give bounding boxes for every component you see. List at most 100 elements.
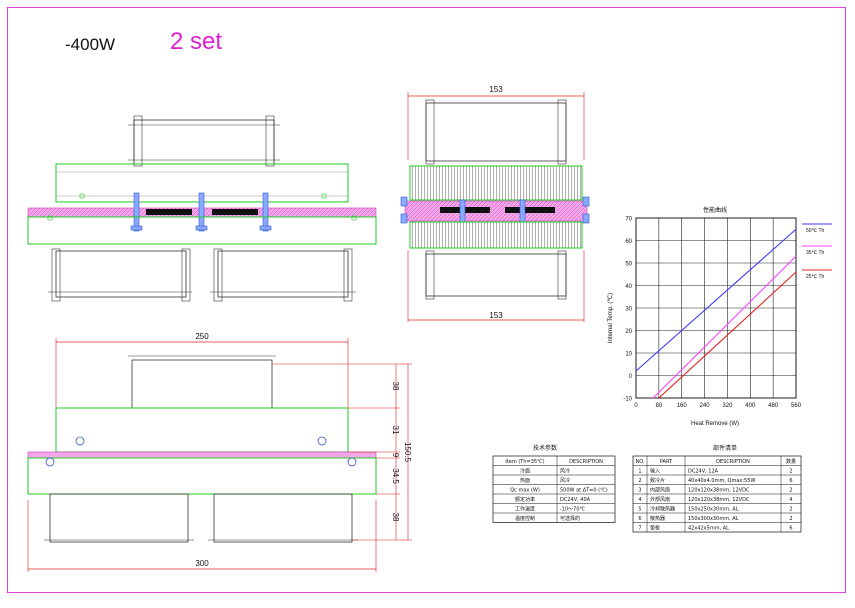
chart-series-line xyxy=(652,255,797,399)
dim-h1: 38 xyxy=(391,382,400,391)
table-cell: 额定功率 xyxy=(515,496,535,503)
chart-grid xyxy=(635,217,797,399)
dim-bottom-width: 300 xyxy=(195,559,209,568)
table-cell: 冷面 xyxy=(520,468,530,475)
chart-y-tick-label: 50 xyxy=(625,262,632,268)
chart-y-ticks: -10 0 10 20 30 40 50 60 70 xyxy=(623,217,632,403)
chart-x-tick-label: 400 xyxy=(745,403,756,409)
chart-title: 性能曲线 xyxy=(703,206,727,214)
dim-h3: 9 xyxy=(391,453,400,458)
table-cell: 风冷 xyxy=(560,468,570,475)
sets-label: 2 set xyxy=(170,28,223,55)
table-cell: 2 xyxy=(789,488,792,494)
chart-x-tick-label: 240 xyxy=(700,403,711,409)
chart-x-tick-label: 160 xyxy=(677,403,688,409)
chart-y-label: Internal Temp. (℃) xyxy=(608,293,614,343)
table-cell: 42x42x5mm, AL xyxy=(688,526,729,532)
chart-x-tick-label: 480 xyxy=(768,403,779,409)
table-cell: 6 xyxy=(789,478,792,484)
chart-series-line xyxy=(658,271,797,399)
dim-h5: 38 xyxy=(391,513,400,522)
table-cell: 1 xyxy=(638,469,641,475)
table-cell: 散热器 xyxy=(650,515,665,522)
spec-table: Item (Th=35℃)DESCRIPTION冷面风冷热面风冷Qc max (… xyxy=(492,455,616,523)
chart-x-tick-label: 0 xyxy=(634,403,638,409)
table-cell: -10～70℃ xyxy=(560,507,586,513)
table-cell: 可选择的 xyxy=(560,515,580,522)
table-cell: 5 xyxy=(638,507,641,513)
chart-legend-label: 35℃ Th xyxy=(806,250,825,256)
chart-y-tick-label: 70 xyxy=(625,217,632,223)
chart-series xyxy=(635,228,797,399)
table-cell: 120x120x38mm, 12VDC xyxy=(688,488,750,494)
chart-x-tick-label: 560 xyxy=(791,403,802,409)
table-cell: 工作温度 xyxy=(515,506,535,513)
parts-table: NO. PART DESCRIPTION 数量 1 输入 DC24V, 12A 2 2 致冷片 40… xyxy=(632,455,802,533)
dim-side-bottom: 153 xyxy=(489,311,503,320)
power-label: -400W xyxy=(65,35,116,54)
dim-h4: 34.5 xyxy=(391,468,400,484)
table-cell: 2 xyxy=(638,478,641,484)
chart-y-tick-label: 20 xyxy=(625,329,632,335)
table-header-cell: PART xyxy=(660,459,673,465)
front-view xyxy=(27,115,377,302)
chart-x-tick-label: 320 xyxy=(722,403,733,409)
parts-table-title: 部件清单 xyxy=(713,444,737,452)
table-cell: 7 xyxy=(638,526,641,532)
chart-y-tick-label: 10 xyxy=(625,352,632,358)
table-cell: 150x250x30mm, AL xyxy=(688,507,739,513)
chart-series-line xyxy=(635,228,797,372)
dim-top-width: 250 xyxy=(195,332,209,341)
table-header-cell: 数量 xyxy=(786,458,796,465)
table-cell: 热面 xyxy=(520,477,530,484)
table-cell: 3 xyxy=(638,488,641,494)
table-cell: 500W at ΔT=0 (℃) xyxy=(560,488,608,494)
table-header-cell: NO. xyxy=(635,459,644,465)
table-cell: 40x40x4.0mm, Qmax:55W xyxy=(688,478,755,484)
spec-table-title: 技术参数 xyxy=(533,444,557,452)
table-cell: 冷却散热器 xyxy=(650,506,675,513)
chart-y-tick-label: 40 xyxy=(625,284,632,290)
table-header-cell: DESCRIPTION xyxy=(716,459,750,465)
table-cell: 2 xyxy=(789,507,792,513)
table-cell: 致冷片 xyxy=(650,477,665,484)
side-view xyxy=(400,92,590,322)
table-cell: 4 xyxy=(638,497,641,503)
chart-legend-label: 25℃ Th xyxy=(806,274,825,280)
table-frame xyxy=(492,455,616,523)
table-cell: 垫板 xyxy=(650,525,660,532)
chart-x-label: Heat Remove (W) xyxy=(691,421,739,427)
table-cell: 外部风扇 xyxy=(650,496,670,503)
table-cell: 4 xyxy=(789,497,792,503)
table-cell: 输入 xyxy=(650,468,660,475)
table-cell: 120x120x38mm, 12VDC xyxy=(688,497,750,503)
drawing-border xyxy=(7,7,846,593)
chart-x-tick-label: 80 xyxy=(656,403,663,409)
chart-legend: 50℃ Th 35℃ Th 25℃ Th xyxy=(802,223,832,280)
chart-plot-area xyxy=(635,217,797,399)
chart-y-tick-label: -10 xyxy=(623,397,632,403)
dim-h2: 31 xyxy=(391,426,400,435)
table-cell: DC24V, 12A xyxy=(688,469,719,475)
table-cell: 风冷 xyxy=(560,477,570,484)
chart-x-ticks: 0 80 160 240 320 400 480 560 xyxy=(634,403,801,409)
table-header-cell: DESCRIPTION xyxy=(569,459,603,465)
dim-side-top: 153 xyxy=(489,85,503,94)
table-cell: 6 xyxy=(789,526,792,532)
table-cell: Qc max (W) xyxy=(510,488,540,494)
table-cell: 6 xyxy=(638,516,641,522)
table-cell: 2 xyxy=(789,516,792,522)
chart-y-tick-label: 60 xyxy=(625,239,632,245)
plan-view xyxy=(27,338,412,572)
table-cell: 温度控制 xyxy=(515,515,535,522)
table-cell: 内部风扇 xyxy=(650,487,670,494)
chart-y-tick-label: 0 xyxy=(629,374,633,380)
chart-y-tick-label: 30 xyxy=(625,307,632,313)
dim-total: 150.5 xyxy=(403,442,412,463)
table-cell: 150x300x30mm, AL xyxy=(688,516,739,522)
chart-legend-label: 50℃ Th xyxy=(806,228,825,234)
table-cell: DC24V, 40A xyxy=(560,497,591,503)
table-header-cell: Item (Th=35℃) xyxy=(505,459,544,465)
